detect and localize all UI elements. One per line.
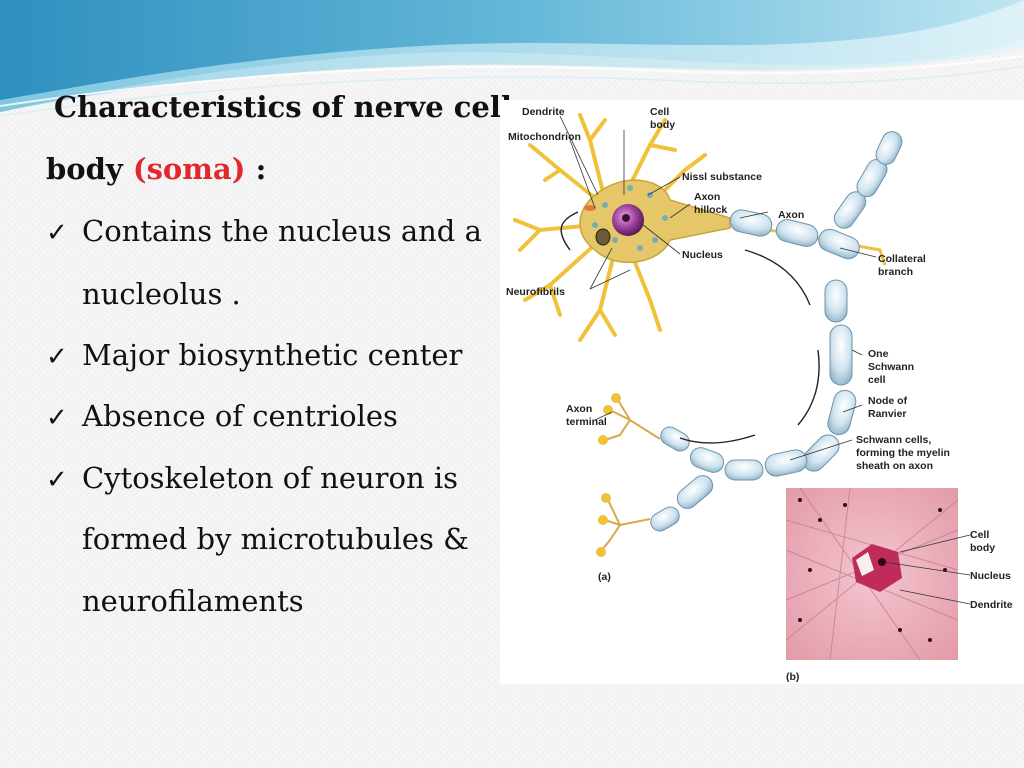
bullet-text: Absence of centrioles — [82, 399, 398, 433]
label-micro-cell-body-2: body — [970, 542, 995, 554]
label-axon-terminal-2: terminal — [566, 416, 607, 428]
checkmark-icon: ✓ — [46, 218, 68, 248]
label-cell-body-1: Cell — [650, 106, 669, 118]
label-micro-nucleus: Nucleus — [970, 570, 1011, 582]
axon-terminal-branches — [601, 399, 661, 551]
label-micro-dendrite: Dendrite — [970, 599, 1013, 611]
label-one-schwann-3: cell — [868, 374, 886, 386]
label-micro-cell-body-1: Cell — [970, 529, 989, 541]
bullet-item-4-continuation-1: formed by microtubules & — [82, 522, 469, 556]
axon-myelin-segments — [650, 131, 903, 532]
bullet-text: Cytoskeleton of neuron is — [82, 461, 459, 495]
label-axon-terminal-1: Axon — [566, 403, 592, 415]
slide-title-line-1: Characteristics of nerve cell — [54, 90, 512, 124]
label-collateral-1: Collateral — [878, 253, 926, 265]
signal-direction-arrows — [560, 211, 820, 444]
label-schwann-cells-3: sheath on axon — [856, 460, 933, 472]
neuron-diagram-figure: Dendrite Cell body Mitochondrion Nissl s… — [500, 100, 1024, 684]
label-node-ranvier-1: Node of — [868, 395, 908, 407]
label-schwann-cells-1: Schwann cells, — [856, 434, 931, 446]
label-axon: Axon — [778, 209, 804, 221]
bullet-item-4-continuation-2: neurofilaments — [82, 584, 304, 618]
checkmark-icon: ✓ — [46, 465, 68, 495]
label-one-schwann-1: One — [868, 348, 889, 360]
bullet-item-2: ✓ Major biosynthetic center — [46, 338, 462, 374]
label-collateral-2: branch — [878, 266, 913, 278]
label-nucleus: Nucleus — [682, 249, 723, 261]
bullet-text: Contains the nucleus and a — [82, 214, 482, 248]
bullet-item-1-continuation: nucleolus . — [82, 277, 241, 311]
label-panel-b: (b) — [786, 671, 799, 683]
bullet-item-4: ✓ Cytoskeleton of neuron is — [46, 461, 458, 497]
title-colon: : — [255, 152, 267, 186]
title-body-word: body — [46, 152, 123, 186]
dendrites-shape — [513, 113, 707, 342]
checkmark-icon: ✓ — [46, 342, 68, 372]
bullet-item-1: ✓ Contains the nucleus and a — [46, 214, 482, 250]
slide-title-line-2: body (soma) : — [46, 152, 266, 186]
label-axon-hillock-1: Axon — [694, 191, 720, 203]
label-leader-lines — [559, 115, 971, 605]
label-axon-hillock-2: hillock — [694, 204, 727, 216]
title-soma-word: (soma) — [132, 152, 246, 186]
label-node-ranvier-2: Ranvier — [868, 408, 907, 420]
label-schwann-cells-2: forming the myelin — [856, 447, 950, 459]
bullet-item-3: ✓ Absence of centrioles — [46, 399, 398, 435]
label-neurofibrils: Neurofibrils — [506, 286, 565, 298]
label-panel-a: (a) — [598, 571, 611, 583]
micrograph-panel — [785, 487, 959, 661]
label-mitochondrion: Mitochondrion — [508, 131, 581, 143]
bullet-text: Major biosynthetic center — [82, 338, 463, 372]
label-cell-body-2: body — [650, 119, 675, 131]
checkmark-icon: ✓ — [46, 403, 68, 433]
label-dendrite: Dendrite — [522, 106, 565, 118]
label-nissl-substance: Nissl substance — [682, 171, 762, 183]
header-wave-decoration — [0, 0, 1024, 117]
label-one-schwann-2: Schwann — [868, 361, 914, 373]
cell-body-shape — [579, 179, 731, 263]
